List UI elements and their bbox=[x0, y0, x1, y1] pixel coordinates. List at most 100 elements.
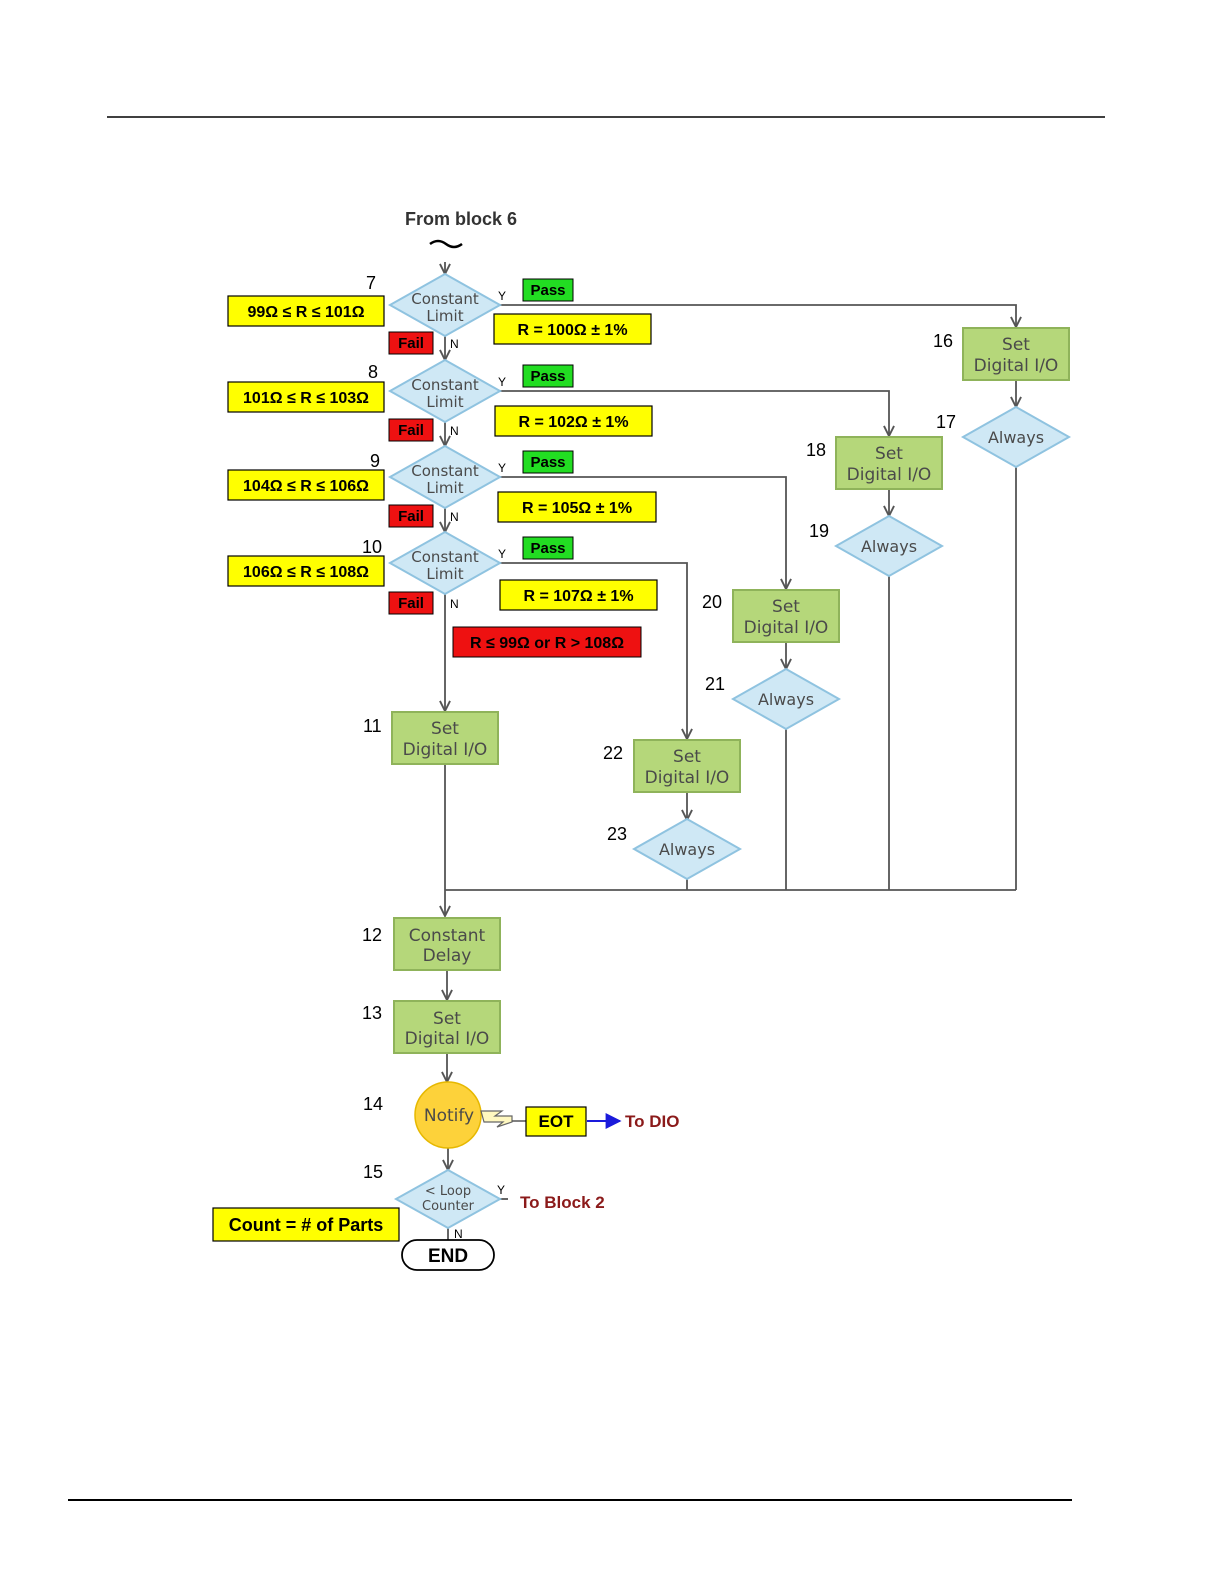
block-number-13: 13 bbox=[362, 1003, 382, 1023]
set-line2: Digital I/O bbox=[744, 618, 829, 638]
pass-badge bbox=[522, 450, 574, 474]
no-label: N bbox=[450, 510, 459, 524]
set-line1: Set bbox=[1002, 335, 1030, 355]
block-number: 19 bbox=[809, 521, 829, 541]
fail-text: Fail bbox=[398, 595, 424, 612]
always-block-21: Always 21 bbox=[705, 667, 842, 731]
block-number-15: 15 bbox=[363, 1162, 383, 1182]
eot-box bbox=[525, 1106, 587, 1137]
set13-line1: Set bbox=[433, 1009, 461, 1029]
block-number: 23 bbox=[607, 824, 627, 844]
block-number: 11 bbox=[363, 716, 382, 736]
always-label: Always bbox=[758, 690, 814, 709]
lightning-icon bbox=[480, 1110, 513, 1128]
constant-limit-diamond bbox=[387, 530, 503, 596]
set-line2: Digital I/O bbox=[645, 768, 730, 788]
always-diamond bbox=[833, 514, 945, 578]
pass-text: Pass bbox=[530, 540, 565, 557]
set-line2: Digital I/O bbox=[847, 465, 932, 485]
set-digital-io-box bbox=[962, 327, 1070, 381]
fail-badge bbox=[388, 331, 434, 355]
set-line1: Set bbox=[772, 597, 800, 617]
set-line2: Digital I/O bbox=[403, 740, 488, 760]
block-number-12: 12 bbox=[362, 925, 382, 945]
target-box bbox=[497, 491, 657, 523]
constant-limit-diamond bbox=[387, 272, 503, 338]
set-digital-io-box bbox=[835, 436, 943, 490]
fail-text: Fail bbox=[398, 422, 424, 439]
set-line1: Set bbox=[673, 747, 701, 767]
pass-badge bbox=[522, 278, 574, 302]
target-box bbox=[493, 313, 652, 345]
block-number: 10 bbox=[362, 537, 382, 557]
loop-y: Y bbox=[497, 1183, 505, 1197]
target-text: R = 100Ω ± 1% bbox=[517, 322, 627, 339]
notify-label: Notify bbox=[424, 1106, 474, 1126]
limit-line1: Constant bbox=[411, 290, 479, 308]
set-digital-io-box bbox=[633, 739, 741, 793]
tilde-mark bbox=[429, 239, 463, 249]
fail-text: Fail bbox=[398, 335, 424, 352]
always-diamond bbox=[730, 667, 842, 731]
limit-line1: Constant bbox=[411, 548, 479, 566]
fail-badge bbox=[388, 504, 434, 528]
target-text: R = 107Ω ± 1% bbox=[523, 588, 633, 605]
no-label: N bbox=[450, 337, 459, 351]
pass-text: Pass bbox=[530, 454, 565, 471]
range-text: 101Ω ≤ R ≤ 103Ω bbox=[243, 390, 369, 407]
block-number: 17 bbox=[936, 412, 956, 432]
to-block-2-text: To Block 2 bbox=[520, 1193, 605, 1212]
range-text: 104Ω ≤ R ≤ 106Ω bbox=[243, 478, 369, 495]
set-line1: Set bbox=[431, 719, 459, 739]
loop-counter-diamond bbox=[393, 1168, 503, 1230]
loop-line2: Counter bbox=[422, 1199, 475, 1214]
eot-text: EOT bbox=[539, 1112, 575, 1131]
no-label: N bbox=[450, 597, 459, 611]
pass-badge bbox=[522, 536, 574, 560]
block-number: 8 bbox=[368, 362, 378, 382]
always-label: Always bbox=[861, 537, 917, 556]
limit-line2: Limit bbox=[426, 307, 463, 325]
block-number: 21 bbox=[705, 674, 725, 694]
always-label: Always bbox=[659, 840, 715, 859]
notify-circle bbox=[414, 1081, 482, 1149]
set-digital-io-block-13 bbox=[393, 1000, 501, 1054]
range-box bbox=[227, 381, 385, 413]
limit-line1: Constant bbox=[411, 376, 479, 394]
no-label: N bbox=[450, 424, 459, 438]
end-text: END bbox=[428, 1246, 468, 1267]
block-number: 7 bbox=[366, 273, 376, 293]
block-number: 9 bbox=[370, 451, 380, 471]
range-text: 106Ω ≤ R ≤ 108Ω bbox=[243, 564, 369, 581]
limit-line1: Constant bbox=[411, 462, 479, 480]
pass-text: Pass bbox=[530, 368, 565, 385]
to-dio-text: To DIO bbox=[625, 1112, 679, 1131]
range-box bbox=[227, 295, 385, 327]
yes-label: Y bbox=[498, 547, 506, 561]
set-digital-io-box bbox=[391, 711, 499, 765]
from-block-label: From block 6 bbox=[405, 209, 517, 229]
target-text: R = 105Ω ± 1% bbox=[522, 500, 632, 517]
set-line2: Digital I/O bbox=[974, 356, 1059, 376]
loop-line1: < Loop bbox=[425, 1184, 471, 1199]
always-diamond bbox=[631, 817, 743, 881]
limit-line2: Limit bbox=[426, 479, 463, 497]
range-box bbox=[227, 555, 385, 587]
target-box bbox=[499, 579, 658, 611]
yes-label: Y bbox=[498, 461, 506, 475]
set-digital-io-box bbox=[732, 589, 840, 643]
fail-badge bbox=[388, 418, 434, 442]
target-text: R = 102Ω ± 1% bbox=[518, 414, 628, 431]
always-diamond bbox=[960, 405, 1072, 469]
